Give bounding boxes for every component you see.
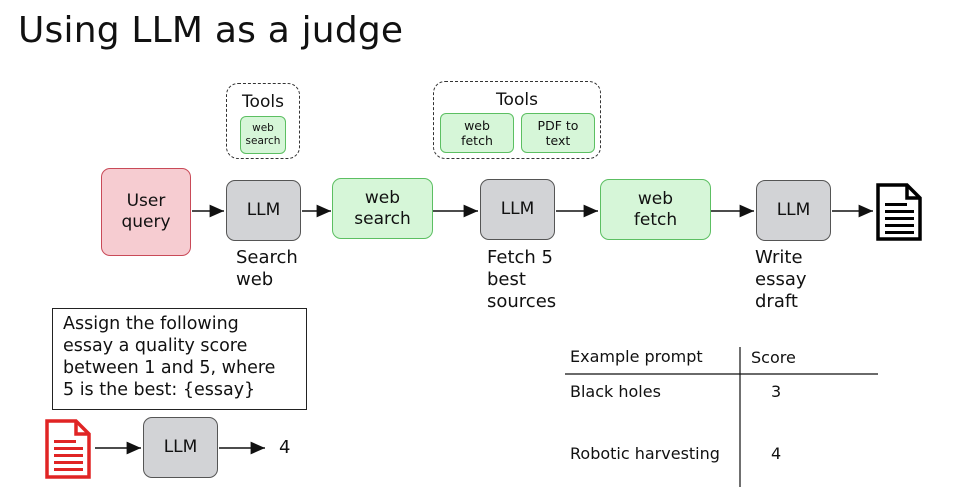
llm-box-fetch: LLM <box>480 179 555 240</box>
essay-document-icon <box>45 419 91 479</box>
llm-box-judge: LLM <box>143 417 218 478</box>
tool-chip-web-search: web search <box>240 116 286 154</box>
web-search-box: web search <box>332 178 433 239</box>
table-header-prompt: Example prompt <box>570 347 703 366</box>
step-label-write-essay: Write essay draft <box>755 247 807 312</box>
user-query-box: User query <box>101 168 191 256</box>
tool-chip-pdf-to-text: PDF to text <box>521 113 595 153</box>
judge-output-score: 4 <box>279 437 291 458</box>
judge-prompt-box: Assign the following essay a quality sco… <box>52 308 307 410</box>
step-label-search-web: Search web <box>236 247 298 290</box>
page-title: Using LLM as a judge <box>18 10 404 51</box>
table-row-score: 4 <box>771 444 782 463</box>
tools-group-fetch: Tools web fetch PDF to text <box>433 81 601 159</box>
tool-chip-web-fetch: web fetch <box>440 113 514 153</box>
web-fetch-box: web fetch <box>600 179 711 240</box>
llm-box-write: LLM <box>756 180 831 241</box>
table-row-prompt: Robotic harvesting <box>570 444 720 463</box>
llm-box-search: LLM <box>226 180 301 241</box>
step-label-fetch-sources: Fetch 5 best sources <box>487 247 557 312</box>
tools-title: Tools <box>242 92 284 112</box>
tools-title: Tools <box>496 90 538 110</box>
table-header-score: Score <box>751 348 796 367</box>
table-row-prompt: Black holes <box>570 382 661 401</box>
tools-group-search: Tools web search <box>226 83 300 159</box>
document-icon <box>876 183 922 241</box>
table-row-score: 3 <box>771 382 782 401</box>
